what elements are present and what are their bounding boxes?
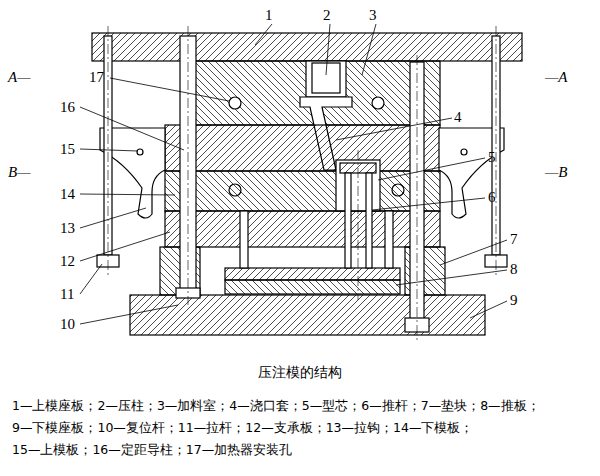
pins	[97, 36, 507, 332]
legend-text: 1—上模座板；2—压柱；3—加料室；4—浇口套；5—型芯；6—推杆；7—垫块；8…	[12, 398, 540, 413]
leader-line	[80, 305, 178, 324]
callout-number: 11	[60, 285, 74, 303]
upper-template	[165, 125, 440, 171]
loading-chamber-block	[229, 97, 241, 109]
upper-template	[165, 125, 440, 171]
legend-text: 9—下模座板；10—复位杆；11—拉杆；12—支承板；13—拉钩；14—下模板；	[12, 420, 473, 435]
leader-line	[372, 198, 485, 210]
lower-seat-plate	[130, 295, 485, 335]
legend-text: 15—上模板；16—定距导柱；17—加热器安装孔	[12, 442, 292, 457]
center-line	[108, 26, 496, 340]
center-line	[108, 26, 109, 275]
leader-line	[326, 24, 330, 75]
leader-line	[378, 158, 485, 180]
leader-line	[80, 232, 170, 261]
pins	[240, 211, 248, 268]
upper-seat-plate	[92, 33, 522, 61]
leader-line	[110, 78, 229, 101]
push-plate	[225, 268, 400, 280]
center-line	[417, 55, 418, 340]
pull-hook	[137, 149, 143, 155]
pull-hook	[461, 149, 467, 155]
section-mark: A—	[8, 68, 31, 86]
lower-seat-plate	[130, 295, 485, 335]
callout-number: 13	[60, 219, 75, 237]
callout-number: 14	[60, 185, 75, 203]
pull-hook	[100, 128, 504, 218]
callout-number: 7	[510, 230, 518, 248]
callout-number: 3	[369, 6, 377, 24]
caption: 压注模的结构	[258, 364, 342, 381]
callout-number: 9	[510, 291, 518, 309]
leader-line	[396, 270, 507, 285]
pins	[366, 173, 372, 268]
lower-template	[336, 160, 380, 211]
leader-line	[255, 24, 272, 45]
mold-illustration	[80, 24, 522, 340]
section-mark: B—	[8, 163, 31, 181]
callout-number: 12	[60, 252, 75, 270]
center-line	[188, 26, 189, 305]
center-line	[496, 26, 497, 275]
leader-line	[80, 24, 507, 324]
pins	[345, 173, 351, 268]
callout-number: 6	[488, 188, 496, 206]
leader-line	[362, 24, 376, 75]
upper-seat-plate	[92, 33, 522, 61]
leader-line	[440, 240, 507, 265]
callout-number: 15	[60, 140, 75, 158]
spacer-block	[160, 247, 445, 295]
leader-line	[80, 194, 175, 195]
loading-chamber-block	[306, 61, 346, 97]
callout-number: 10	[60, 315, 75, 333]
callout-number: 17	[89, 68, 104, 86]
support-plate	[165, 211, 440, 247]
callout-number: 5	[488, 148, 496, 166]
push-plate	[225, 280, 400, 294]
center-line	[358, 150, 359, 300]
loading-chamber-block	[372, 97, 384, 109]
leader-line	[80, 149, 138, 151]
leader-line	[80, 107, 184, 150]
callout-number: 16	[60, 98, 75, 116]
callout-number: 4	[454, 108, 462, 126]
loading-chamber-block	[312, 63, 340, 93]
callout-number: 8	[510, 260, 518, 278]
pins	[385, 211, 393, 268]
leader-line	[80, 264, 102, 294]
section-mark: —B	[545, 163, 568, 181]
leader-line	[336, 118, 452, 140]
leader-line	[80, 208, 146, 228]
section-mark: —A	[545, 68, 568, 86]
support-plate	[165, 211, 440, 247]
lower-template	[165, 160, 440, 211]
leader-line	[470, 301, 507, 318]
lower-template	[165, 171, 440, 211]
callout-number: 2	[323, 6, 331, 24]
callout-number: 1	[265, 6, 273, 24]
push-plate	[225, 268, 400, 294]
